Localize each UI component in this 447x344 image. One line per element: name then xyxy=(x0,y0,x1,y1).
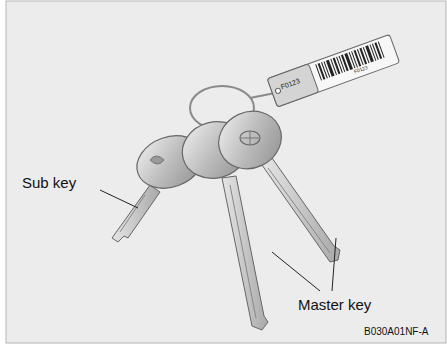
key-tag xyxy=(267,34,399,107)
leader-line xyxy=(100,190,138,208)
background-panel xyxy=(6,1,446,343)
figure-code: B030A01NF-A xyxy=(364,327,428,337)
master-key-blade xyxy=(222,176,268,330)
barcode-bar xyxy=(374,42,382,59)
leader-line xyxy=(272,252,320,291)
master-key-head xyxy=(209,101,291,179)
barcode-bar xyxy=(344,53,353,70)
part-label: Sub key xyxy=(22,175,76,190)
barcode-bar xyxy=(326,60,335,77)
sub-key-blade xyxy=(112,185,160,242)
leader-line xyxy=(332,238,336,291)
barcode-bar xyxy=(365,45,374,62)
barcode-bar xyxy=(318,63,326,80)
master-key-blade xyxy=(262,158,340,262)
barcode-bar xyxy=(378,41,385,57)
barcode-bar xyxy=(333,58,341,75)
part-label: Master key xyxy=(298,297,371,312)
barcode-bar xyxy=(359,48,367,65)
barcode-bar xyxy=(354,50,362,67)
